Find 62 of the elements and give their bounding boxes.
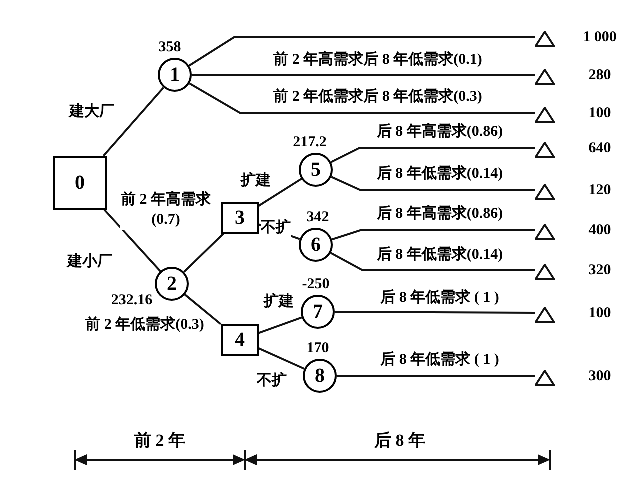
chance-node: 7 [301, 295, 335, 329]
end-triangle [535, 107, 555, 123]
expected-value: 342 [306, 210, 330, 226]
end-triangle [535, 184, 555, 200]
edge-label: 后 8 年低需求(0.14) [376, 164, 504, 184]
branch-line [258, 316, 302, 334]
chance-node: 1 [158, 58, 192, 92]
branch-line [184, 233, 224, 273]
decision-node: 0 [53, 156, 107, 210]
end-triangle [535, 224, 555, 240]
expected-value: 170 [306, 342, 330, 356]
end-triangle [535, 31, 555, 47]
chance-node: 8 [303, 359, 337, 393]
payoff-value: 100 [588, 306, 612, 322]
end-triangle [535, 264, 555, 280]
end-triangle [535, 142, 555, 158]
expected-value: 232.16 [111, 294, 153, 308]
payoff-value: 640 [588, 142, 612, 156]
payoff-value: 400 [588, 224, 612, 238]
branch-line [332, 229, 535, 241]
edge-label: 前 2 年高需求后 8 年低需求(0.1) [274, 50, 482, 70]
branch-line [192, 74, 535, 76]
edge-label: 后 8 年低需求 ( 1 ) [380, 288, 500, 308]
branch-line [258, 348, 305, 370]
payoff-value: 300 [588, 370, 612, 384]
edge-label: 后 8 年低需求 ( 1 ) [380, 350, 500, 370]
edge-label: 前 2 年低需求(0.3) [86, 315, 204, 335]
expected-value: -250 [302, 278, 330, 292]
edge-label: 前 2 年低需求后 8 年低需求(0.3) [274, 87, 482, 107]
branch-line [184, 294, 222, 326]
branch-line [330, 252, 535, 271]
payoff-value: 1 000 [583, 30, 617, 46]
branch-line [104, 209, 162, 272]
branch-line [330, 147, 535, 164]
branch-line [258, 178, 302, 207]
decision-node: 4 [221, 324, 259, 356]
payoff-value: 120 [588, 184, 612, 198]
expected-value: 217.2 [293, 136, 327, 150]
chance-node: 5 [299, 153, 333, 187]
branch-line [188, 36, 535, 67]
payoff-value: 320 [588, 264, 612, 278]
expected-value: 358 [158, 40, 182, 56]
edge-label: 后 8 年低需求(0.14) [376, 245, 504, 265]
end-triangle [535, 307, 555, 323]
decision-node: 3 [221, 202, 259, 234]
edge-label: 后 8 年高需求(0.86) [376, 122, 504, 142]
branch-line [335, 311, 535, 314]
edge-label: 后 8 年高需求(0.86) [376, 204, 504, 224]
chance-node: 2 [155, 267, 189, 301]
chance-node: 6 [299, 228, 333, 262]
branch-line [337, 375, 535, 377]
period-label: 前 2 年 [134, 432, 186, 449]
payoff-value: 280 [588, 68, 612, 84]
branch-line [331, 176, 535, 191]
edge-label: 不扩 [261, 218, 291, 238]
edge-label: 前 2 年高需求(0.7) [120, 190, 212, 230]
end-triangle [535, 370, 555, 386]
end-triangle [535, 69, 555, 85]
branch-line [103, 87, 165, 157]
branch-line [189, 82, 535, 114]
payoff-value: 100 [588, 106, 612, 122]
period-label: 后 8 年 [374, 432, 426, 449]
